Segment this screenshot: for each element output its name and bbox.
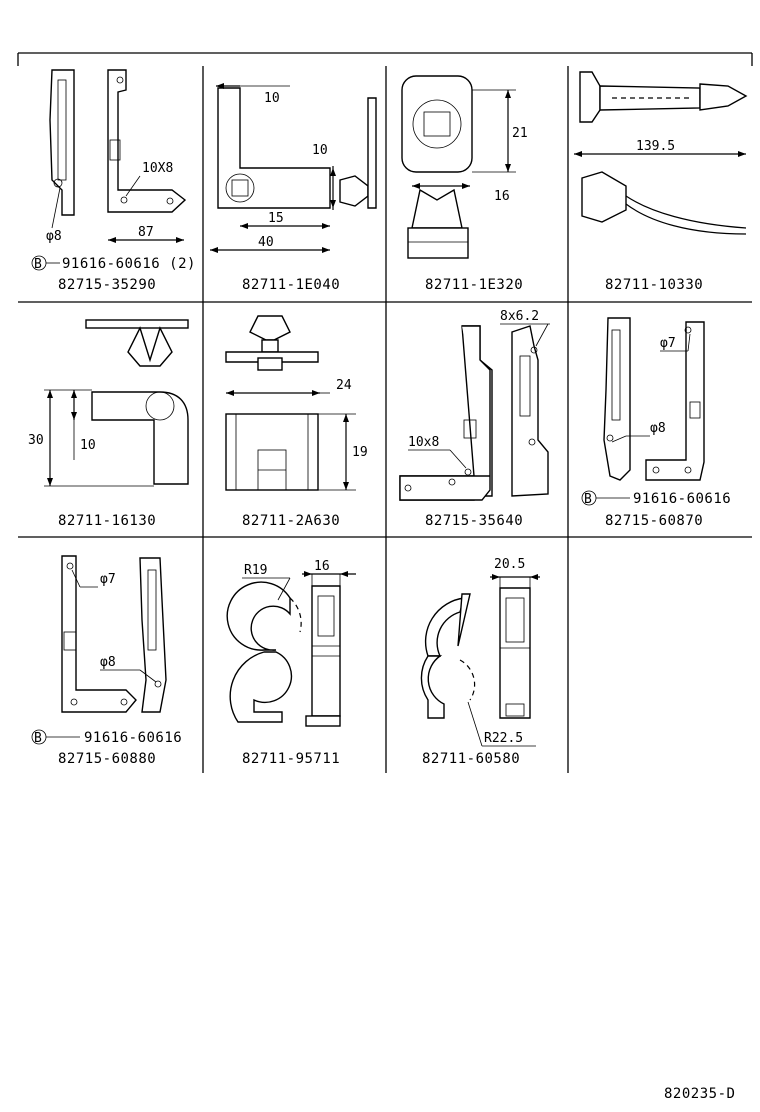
- cell-82711-10330: 139.5 82711-10330: [574, 71, 748, 293]
- cell-82715-60870: φ7 φ8 B 91616-60616 82715-60870: [581, 317, 731, 529]
- clamp-drawing: [226, 581, 341, 727]
- clip-drawing: [217, 87, 377, 209]
- band-clip-drawing: [579, 71, 748, 235]
- dim-r19: R19: [244, 563, 267, 578]
- dim-phi8: φ8: [650, 421, 666, 436]
- grid-lines: [17, 52, 753, 773]
- bracket-drawing: [603, 317, 705, 481]
- bolt-number: 91616-60616: [633, 491, 731, 507]
- bolt-number: 91616-60616: [84, 730, 182, 746]
- dim-10: 10: [80, 438, 96, 453]
- bracket-drawing: [61, 555, 167, 713]
- dim-40: 40: [258, 235, 274, 250]
- cell-82715-60880: φ7 φ8 B 91616-60616 82715-60880: [31, 555, 182, 767]
- diagram-code: 820235-D: [664, 1086, 735, 1102]
- dim-87: 87: [138, 225, 154, 240]
- dim-15: 15: [268, 211, 284, 226]
- dim-phi7: φ7: [660, 336, 676, 351]
- clip-drawing: [85, 319, 189, 485]
- part-number: 82711-2A630: [242, 513, 340, 529]
- part-number: 82715-60880: [58, 751, 156, 767]
- dim-20-5: 20.5: [494, 557, 525, 572]
- part-number: 82711-95711: [242, 751, 340, 767]
- bolt-symbol: B: [584, 492, 592, 507]
- bracket-drawing: [49, 69, 187, 216]
- cell-82715-35640: 8x6.2 10x8 82715-35640: [399, 309, 550, 529]
- part-number: 82715-60870: [605, 513, 703, 529]
- cell-82711-2A630: 24 19 82711-2A630: [225, 315, 368, 529]
- part-number: 82711-1E320: [425, 277, 523, 293]
- dim-24: 24: [336, 378, 352, 393]
- dim-21: 21: [512, 126, 528, 141]
- cell-82711-1E040: 10 10 15 40 82711-1E040: [210, 83, 377, 293]
- dim-10-top: 10: [264, 91, 280, 106]
- bolt-symbol: B: [34, 731, 42, 746]
- clip-drawing: [401, 75, 473, 259]
- part-number: 82711-1E040: [242, 277, 340, 293]
- part-number: 82711-10330: [605, 277, 703, 293]
- cell-82711-95711: R19 16 82711-95711: [226, 559, 356, 767]
- dim-19: 19: [352, 445, 368, 460]
- dim-hole-10x8: 10X8: [142, 161, 173, 176]
- dim-phi8: φ8: [46, 229, 62, 244]
- cell-82711-60580: 20.5 R22.5 82711-60580: [420, 557, 540, 767]
- bolt-symbol: B: [34, 257, 42, 272]
- part-number: 82715-35640: [425, 513, 523, 529]
- part-number: 82715-35290: [58, 277, 156, 293]
- bracket-drawing: [399, 325, 549, 501]
- dim-phi7: φ7: [100, 572, 116, 587]
- part-number: 82711-60580: [422, 751, 520, 767]
- cell-82711-16130: 30 10 82711-16130: [28, 319, 189, 529]
- dim-16: 16: [494, 189, 510, 204]
- dim-10x8: 10x8: [408, 435, 439, 450]
- cell-82711-1E320: 21 16 82711-1E320: [401, 75, 528, 293]
- cell-82715-35290: 10X8 φ8 87 B 91616-60616 (2) 82715-35290: [31, 69, 196, 293]
- dim-phi8: φ8: [100, 655, 116, 670]
- clamp-drawing: [420, 587, 531, 719]
- dim-16: 16: [314, 559, 330, 574]
- dim-8x6-2: 8x6.2: [500, 309, 539, 324]
- dim-139-5: 139.5: [636, 139, 675, 154]
- part-number: 82711-16130: [58, 513, 156, 529]
- bolt-number: 91616-60616 (2): [62, 256, 196, 272]
- dim-30: 30: [28, 433, 44, 448]
- dim-r22-5: R22.5: [484, 731, 523, 746]
- clip-drawing: [225, 315, 319, 491]
- dim-10-side: 10: [312, 143, 328, 158]
